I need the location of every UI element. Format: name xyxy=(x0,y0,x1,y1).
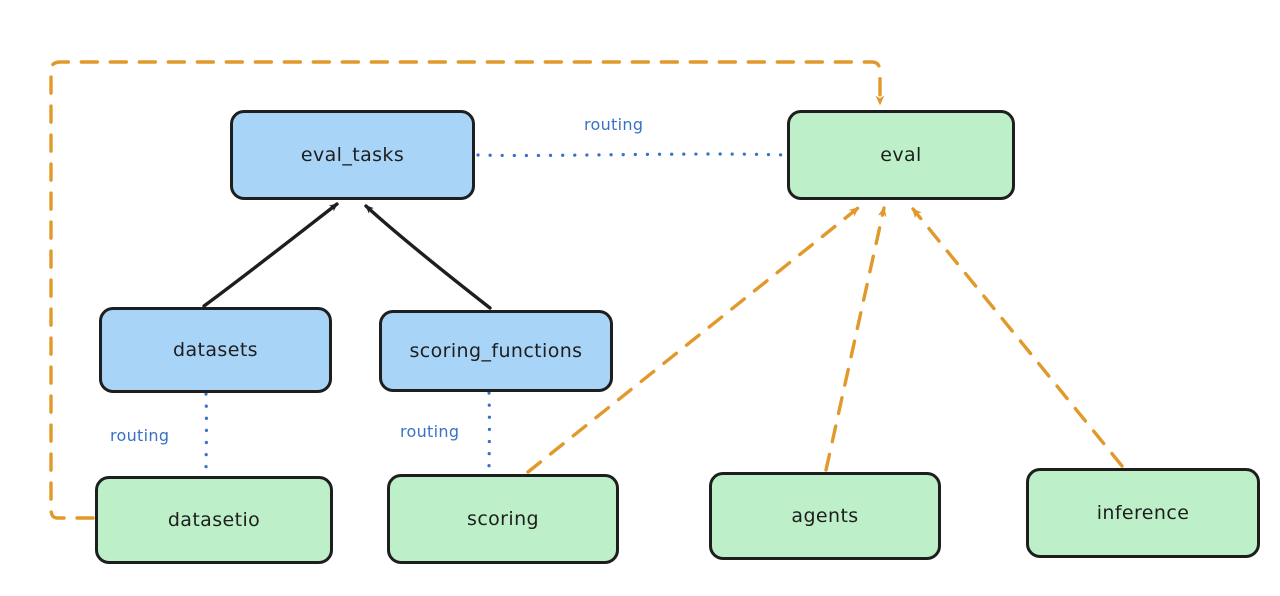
connector-inference-eval xyxy=(911,207,1124,468)
node-eval_tasks[interactable]: eval_tasks xyxy=(230,110,475,200)
connector-scoring_functions-eval_tasks xyxy=(364,204,492,310)
node-eval[interactable]: eval xyxy=(787,110,1015,200)
connector-scoring-eval xyxy=(526,206,860,474)
edge-label-routing-datasets-datasetio: routing xyxy=(110,426,170,445)
connector-datasetio-eval xyxy=(49,60,885,520)
node-scoring_functions[interactable]: scoring_functions xyxy=(379,310,613,392)
connector-datasets-eval_tasks xyxy=(202,202,339,308)
connector-agents-eval xyxy=(824,206,887,472)
edge-label-routing-eval_tasks-eval: routing xyxy=(584,115,644,134)
node-label: eval xyxy=(880,144,922,166)
node-label: datasetio xyxy=(167,509,261,531)
node-label: scoring_functions xyxy=(409,340,583,362)
node-inference[interactable]: inference xyxy=(1026,468,1260,558)
node-label: agents xyxy=(791,505,859,527)
node-label: datasets xyxy=(173,339,258,361)
node-scoring[interactable]: scoring xyxy=(387,474,619,564)
node-datasetio[interactable]: datasetio xyxy=(95,476,333,564)
node-label: scoring xyxy=(467,508,539,530)
node-label: eval_tasks xyxy=(300,144,405,166)
node-agents[interactable]: agents xyxy=(709,472,941,560)
edge-label-routing-scoring_functions-scoring: routing xyxy=(400,422,460,441)
node-datasets[interactable]: datasets xyxy=(99,307,332,393)
node-label: inference xyxy=(1096,502,1190,524)
connector-eval_tasks-eval xyxy=(476,152,786,158)
